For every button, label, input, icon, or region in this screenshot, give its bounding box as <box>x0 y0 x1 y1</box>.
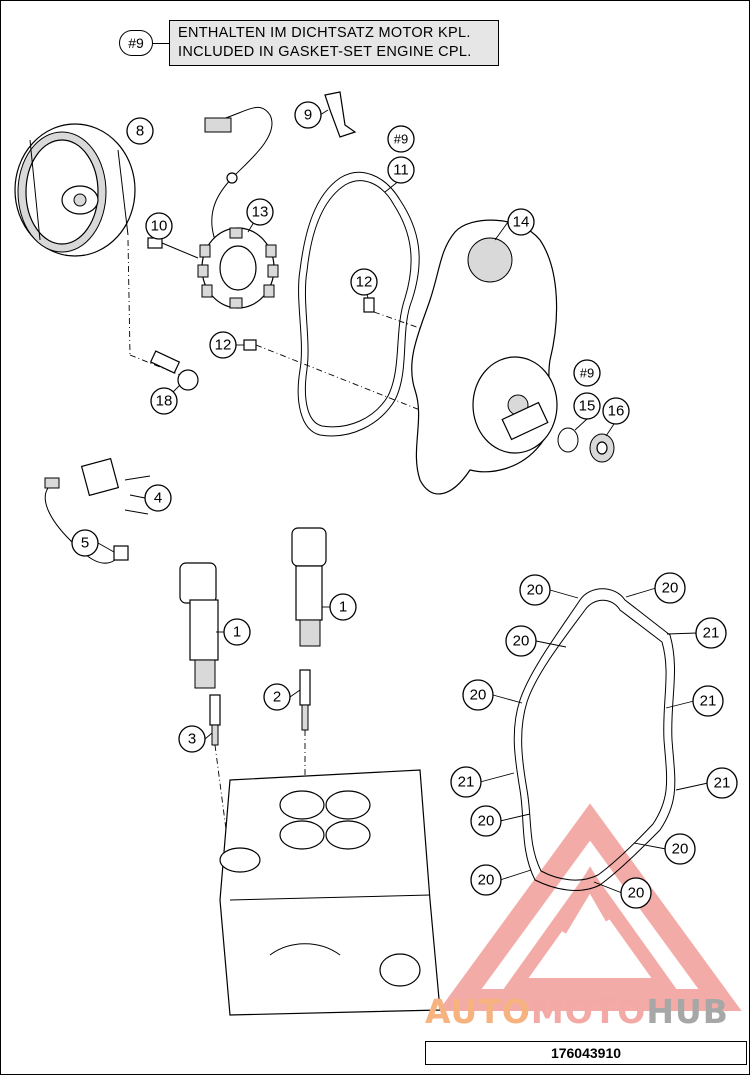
spark-plug-right <box>299 669 311 790</box>
callout-label: 21 <box>458 774 475 791</box>
callout-label: #9 <box>580 366 594 381</box>
callout-label: 21 <box>714 775 731 792</box>
callout-label: 20 <box>478 872 495 889</box>
callout-label: 16 <box>608 403 625 420</box>
callout-20-bottom-left: 20 <box>470 864 502 896</box>
cable-guide-bracket <box>324 91 357 138</box>
callout-label: 20 <box>662 580 679 597</box>
callout-20-upper-left: 20 <box>505 625 537 657</box>
callout-16: 16 <box>602 397 630 425</box>
callout-11: 11 <box>387 156 415 184</box>
watermark-auto: AUTO <box>425 992 531 1031</box>
callout-5: 5 <box>71 529 99 557</box>
callout-20-lower-right: 20 <box>664 833 696 865</box>
screw-10 <box>147 237 199 259</box>
callout-label: 1 <box>339 599 347 616</box>
callout-3: 3 <box>178 725 206 753</box>
ignition-coil-right <box>291 527 327 647</box>
callout-14: 14 <box>507 208 535 236</box>
callout-21-upper-right: 21 <box>695 617 727 649</box>
callout-label: 20 <box>628 885 645 902</box>
generator-cover <box>411 219 558 495</box>
watermark-text: AUTOMOTOHUB <box>425 992 729 1032</box>
watermark-logo-icon <box>438 803 742 1011</box>
pickup-sensor <box>44 457 151 564</box>
callout-20-bottom-right: 20 <box>620 877 652 909</box>
callout-9: 9 <box>294 101 322 129</box>
callout-21-mid-right: 21 <box>692 685 724 717</box>
callout-20-mid-left: 20 <box>462 679 494 711</box>
callout-18: 18 <box>150 387 178 415</box>
callout-10: 10 <box>145 212 173 240</box>
callout-1-right: 1 <box>329 593 357 621</box>
callout-label: 20 <box>527 582 544 599</box>
callout-label: #9 <box>394 132 408 147</box>
callout-label: 10 <box>151 218 168 235</box>
callout-1-left: 1 <box>223 618 251 646</box>
callout-label: 12 <box>215 337 232 354</box>
ignition-coil-left <box>179 562 219 689</box>
dowel-pin-upper <box>363 297 375 313</box>
callout-label: 21 <box>700 693 717 710</box>
callout-label: 4 <box>154 490 162 507</box>
flywheel <box>14 123 136 257</box>
callout-label: 20 <box>513 633 530 650</box>
callout-label: 1 <box>233 624 241 641</box>
callout-8: 8 <box>126 117 154 145</box>
callout-label: 3 <box>188 731 196 748</box>
callout-9-gasket-set-cover: #9 <box>573 359 601 387</box>
callout-label: 12 <box>356 274 373 291</box>
callout-label: 14 <box>513 214 530 231</box>
callout-4: 4 <box>144 484 172 512</box>
legend-tag: #9 <box>119 30 153 56</box>
callout-9-gasket-set: #9 <box>387 125 415 153</box>
valve-cover-gasket <box>513 588 676 891</box>
callout-20-top-right: 20 <box>654 572 686 604</box>
o-ring <box>557 427 579 453</box>
callout-label: 20 <box>470 687 487 704</box>
callout-label: 20 <box>672 841 689 858</box>
callout-12-lower: 12 <box>209 331 237 359</box>
callout-13: 13 <box>246 198 274 226</box>
callout-21-right: 21 <box>706 767 738 799</box>
cylinder-head <box>219 769 441 1016</box>
document-number: 176043910 <box>425 1041 747 1065</box>
legend-connector <box>153 43 169 44</box>
stator <box>197 106 279 309</box>
callout-12-upper: 12 <box>350 268 378 296</box>
dowel-pin-lower <box>243 339 257 351</box>
callout-label: 20 <box>478 813 495 830</box>
callout-label: 8 <box>136 123 144 140</box>
gasket-set-legend: ENTHALTEN IM DICHTSATZ MOTOR KPL. INCLUD… <box>169 20 499 66</box>
watermark-hub: HUB <box>646 992 729 1031</box>
flywheel-screw <box>127 239 199 391</box>
callout-2: 2 <box>263 683 291 711</box>
leader-lines <box>97 109 709 894</box>
callout-label: 15 <box>579 398 596 415</box>
callout-label: 13 <box>252 204 269 221</box>
callout-21-left: 21 <box>450 766 482 798</box>
screw-plug <box>589 433 615 463</box>
callout-label: 21 <box>703 625 720 642</box>
watermark-moto: MOTO <box>530 992 647 1031</box>
generator-cover-gasket <box>297 171 420 437</box>
callout-label: 11 <box>393 162 409 179</box>
callout-20-top-left: 20 <box>519 574 551 606</box>
callout-label: 5 <box>81 535 89 552</box>
callout-label: 18 <box>156 393 173 410</box>
callout-label: 2 <box>273 689 281 706</box>
legend-line-german: ENTHALTEN IM DICHTSATZ MOTOR KPL. <box>178 25 471 41</box>
legend-line-english: INCLUDED IN GASKET-SET ENGINE CPL. <box>178 44 472 60</box>
callout-label: 9 <box>304 107 312 124</box>
callout-15: 15 <box>573 392 601 420</box>
callout-20-lower-left: 20 <box>470 805 502 837</box>
